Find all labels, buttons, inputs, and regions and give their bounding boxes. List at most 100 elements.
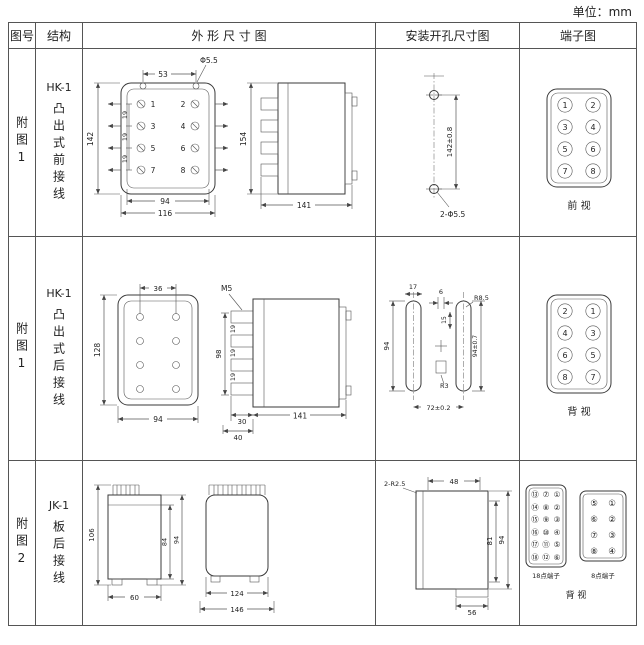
t18-r4c2: ⑩: [543, 528, 550, 537]
dim-m5: M5: [221, 284, 232, 293]
cutout-jk-dimensions: 2-R2.5 48 81 94 56: [384, 477, 512, 617]
terminal-no-4: 4: [181, 122, 186, 131]
terminal-block-front: 1 2 3 4 5 6 7 8: [546, 88, 612, 188]
panel-cutout-slots: [405, 292, 472, 400]
t18-r2c3: ②: [554, 503, 561, 512]
dim-40: 40: [234, 434, 243, 442]
header-mounting: 安装开孔尺寸图: [376, 23, 520, 49]
side-view-rear-dimensions: 98 19 19 19 30 141 40: [215, 312, 347, 442]
dim-142: 142: [86, 132, 95, 147]
term-3: 3: [562, 123, 567, 132]
term-7: 7: [562, 167, 567, 176]
row1-structure-cell: HK-1 凸出式前接线: [36, 49, 83, 237]
header-terminal: 端子图: [520, 23, 637, 49]
row1-fig-label: 附图1: [14, 116, 29, 169]
rear-view-dimensions: 36 128 94: [93, 284, 199, 424]
t18-r2c1: ⑭: [531, 503, 539, 512]
row1-mounting-cell: 142±0.8 2-Φ5.5: [376, 49, 520, 237]
term-4: 4: [590, 123, 595, 132]
term-r2-6: 5: [590, 351, 595, 360]
t8-r1c1: ⑤: [590, 499, 598, 509]
dim-116: 116: [158, 209, 173, 218]
row1-terminal-drawing: 1 2 3 4 5 6 7 8 前 视: [546, 88, 612, 212]
label-18-point: 18点端子: [532, 571, 560, 580]
t8-r3c2: ③: [608, 531, 616, 541]
term-5: 5: [562, 145, 567, 154]
t18-r1c3: ①: [554, 490, 561, 499]
terminal-block-8: ⑤ ① ⑥ ② ⑦ ③ ⑧ ④: [579, 490, 627, 562]
dim-19r-c: 19: [229, 373, 237, 381]
t18-r3c3: ③: [554, 515, 561, 524]
cutout-dimensions: 142±0.8 2-Φ5.5: [436, 94, 466, 219]
terminal-no-1: 1: [151, 100, 156, 109]
relay-side-view-rear: M5: [221, 284, 352, 408]
t8-r4c2: ④: [608, 547, 616, 557]
row1-type-label: 凸出式前接线: [51, 102, 66, 204]
spec-table: 图号 结构 外 形 尺 寸 图 安装开孔尺寸图 端子图 附图1 HK-1 凸出式…: [8, 22, 637, 626]
dim-53: 53: [158, 70, 168, 79]
terminal-no-7: 7: [151, 166, 156, 175]
term-6: 6: [590, 145, 595, 154]
dim-94-jk: 94: [173, 536, 181, 544]
row1-outline-drawing: 1 2 3 4 5 6 7 8 53 Φ5.5: [86, 56, 358, 218]
dim-30: 30: [238, 418, 247, 426]
row3-fig-cell: 附图2: [9, 461, 36, 626]
t18-r6c1: ⑱: [531, 553, 539, 562]
dim-15: 15: [441, 316, 448, 324]
dim-81: 81: [486, 537, 494, 546]
terminal-block-rear: 2 1 4 3 6 5 8 7: [546, 294, 612, 394]
t18-r6c3: ⑥: [554, 553, 561, 562]
row3-outline-cell: 106 84 94 60: [83, 461, 376, 626]
t18-r4c1: ⑯: [531, 528, 539, 537]
row3-model-label: JK-1: [48, 498, 70, 512]
t18-r1c2: ⑦: [543, 490, 550, 499]
dim-2-phi5-5: 2-Φ5.5: [440, 210, 466, 219]
t18-r1c1: ⑬: [531, 490, 539, 499]
dim-56: 56: [468, 609, 477, 617]
t18-r2c2: ⑧: [543, 503, 550, 512]
t8-r2c1: ⑥: [590, 515, 598, 525]
dim-72-tol: 72±0.2: [426, 404, 450, 412]
view-label-front: 前 视: [567, 199, 590, 212]
terminal-no-5: 5: [151, 144, 156, 153]
dim-19r-a: 19: [229, 325, 237, 333]
dim-154: 154: [239, 132, 248, 147]
dim-94: 94: [160, 197, 170, 206]
dim-phi5-5: Φ5.5: [200, 56, 218, 65]
dim-r8-5: R8.5: [474, 294, 489, 302]
row2-fig-label: 附图1: [14, 322, 29, 375]
row3-outline-drawing: 106 84 94 60: [88, 484, 275, 614]
term-r2-7: 8: [562, 373, 567, 382]
relay-side-view-jk: [107, 484, 162, 586]
t8-r1c2: ①: [608, 499, 616, 509]
side-view-jk-dimensions: 106 84 94 60: [88, 484, 186, 602]
row1-mounting-drawing: 142±0.8 2-Φ5.5: [424, 73, 466, 219]
dim-17: 17: [409, 283, 417, 291]
terminal-no-6: 6: [181, 144, 186, 153]
term-r2-3: 4: [562, 329, 567, 338]
row2-mounting-cell: 17 6 15 R8.5 94 94±0.7 R3: [376, 237, 520, 461]
dim-36: 36: [154, 285, 163, 293]
dim-141-rear: 141: [293, 412, 308, 421]
t8-r4c1: ⑧: [590, 547, 598, 557]
terminal-no-3: 3: [151, 122, 156, 131]
panel-cutout-jk: [415, 490, 489, 598]
dim-94-panel: 94: [498, 535, 506, 544]
relay-side-view: [260, 82, 358, 195]
row1-terminal-cell: 1 2 3 4 5 6 7 8 前 视: [520, 49, 637, 237]
dim-146: 146: [230, 606, 244, 614]
side-view-dimensions: 154 141: [239, 82, 353, 210]
row2-type-label: 凸出式后接线: [51, 308, 66, 410]
dim-2-r2-5: 2-R2.5: [384, 480, 405, 488]
terminal-block-18: ⑬ ⑦ ① ⑭ ⑧ ② ⑮ ⑨ ③ ⑯ ⑩ ④ ⑰ ⑪ ⑤ ⑱ ⑫: [525, 484, 567, 568]
header-outline: 外 形 尺 寸 图: [83, 23, 376, 49]
terminal-no-8: 8: [181, 166, 186, 175]
panel-cutout: [424, 73, 444, 199]
dim-106: 106: [88, 528, 96, 542]
dim-124: 124: [230, 590, 244, 598]
term-8: 8: [590, 167, 595, 176]
term-2: 2: [590, 101, 595, 110]
row1-fig-cell: 附图1: [9, 49, 36, 237]
row3-mounting-drawing: 2-R2.5 48 81 94 56: [384, 477, 512, 617]
top-view-jk-dimensions: 124 146: [199, 577, 275, 614]
